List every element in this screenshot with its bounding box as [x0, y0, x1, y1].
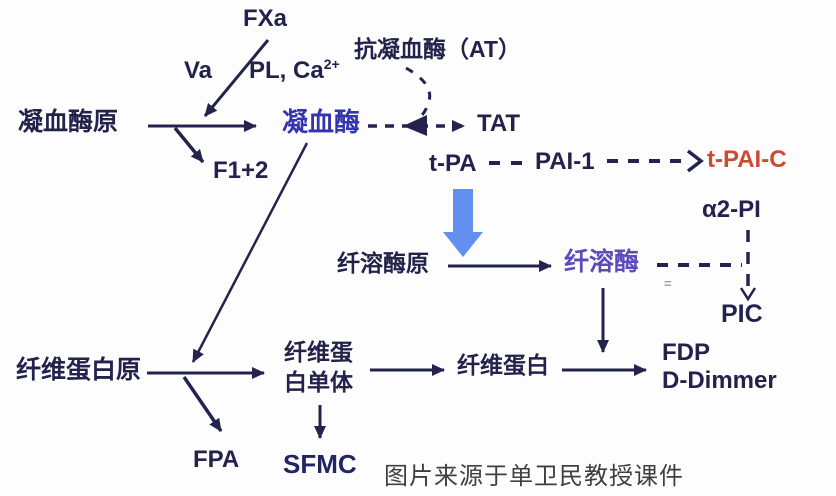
node-plasmin: 纤溶酶	[564, 248, 640, 276]
node-thrombin: 凝血酶	[282, 107, 361, 137]
arrow-junction-to-fpa	[182, 376, 223, 432]
node-f1-2: F1+2	[213, 157, 269, 184]
arrow-junction-to-f1-2	[173, 126, 205, 164]
node-sfmc: SFMC	[283, 449, 357, 479]
node-tpaic: t-PAI-C	[707, 146, 787, 173]
chevron-arrowhead-pic	[739, 287, 757, 302]
node-a2pi: α2-PI	[702, 196, 761, 223]
dashed-curve-antithrombin	[405, 66, 432, 122]
equals-artifact: =	[664, 276, 672, 291]
junction-arrowhead-at-on-thrombin	[403, 115, 427, 136]
node-fibrinogen: 纤维蛋白原	[16, 356, 142, 384]
node-plasminogen: 纤溶酶原	[337, 250, 429, 276]
chevron-arrowhead-tpaic	[686, 149, 704, 173]
node-fibrin-monomer: 纤维蛋 白单体	[284, 337, 353, 397]
thick-blue-arrow-tpa-down	[443, 189, 483, 257]
node-fxa: FXa	[243, 5, 288, 32]
node-fpa: FPA	[193, 446, 240, 473]
node-fibrin-monomer-line2: 白单体	[284, 369, 353, 395]
node-fibrin: 纤维蛋白	[457, 352, 549, 378]
node-tpa: t-PA	[429, 150, 477, 177]
node-va: Va	[184, 57, 213, 84]
node-tat: TAT	[477, 110, 521, 137]
node-prothrombin: 凝血酶原	[18, 108, 119, 136]
node-pl-ca: PL, Ca2+	[249, 56, 340, 84]
node-ddimer: D-Dimmer	[662, 367, 777, 394]
node-pl-ca-superscript: 2+	[323, 56, 340, 72]
node-pic: PIC	[721, 300, 763, 328]
node-pl-ca-text: PL, Ca	[249, 57, 324, 84]
node-fibrin-monomer-line1: 纤维蛋	[284, 339, 353, 365]
watermark-text: 图片来源于单卫民教授课件	[384, 464, 684, 490]
node-antithrombin: 抗凝血酶（AT）	[354, 36, 521, 62]
node-fdp: FDP	[662, 339, 710, 366]
node-pai1: PAI-1	[535, 148, 595, 175]
